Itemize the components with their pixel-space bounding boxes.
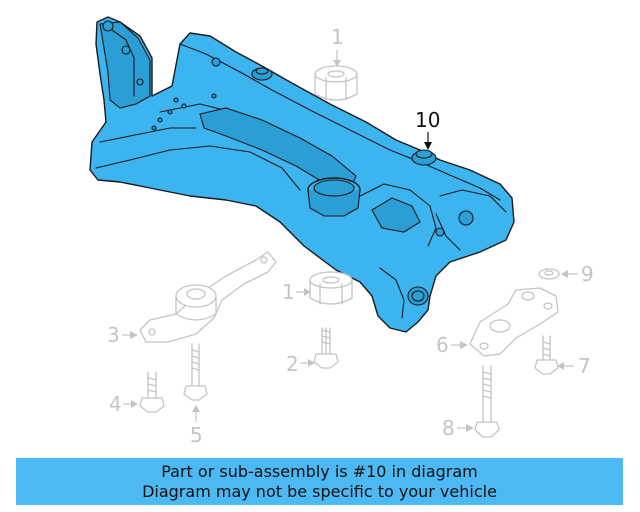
bolt-part-4[interactable] [139, 371, 165, 413]
callout-6-arrow [460, 341, 468, 349]
bolt-part-7[interactable] [534, 335, 559, 375]
callout-2: 2 [286, 352, 299, 376]
callout-9-arrow [561, 270, 568, 278]
callout-4: 4 [109, 392, 122, 416]
callout-1-top-arrow [333, 60, 341, 67]
callout-3-arrow [130, 331, 138, 339]
bracket-part-6[interactable] [469, 287, 559, 357]
callout-4-arrow [131, 400, 138, 408]
bushing-part-1-mid[interactable] [309, 271, 353, 305]
callout-8-arrow [466, 424, 474, 432]
callout-10-arrow [424, 142, 432, 150]
callout-9: 9 [581, 262, 594, 286]
info-banner: Part or sub-assembly is #10 in diagram D… [16, 458, 623, 505]
callout-2-arrow [308, 359, 315, 367]
callout-6: 6 [436, 333, 449, 357]
callout-1-mid-arrow [304, 288, 311, 296]
callout-10: 10 [415, 108, 440, 132]
banner-line-2: Diagram may not be specific to your vehi… [142, 481, 497, 501]
callout-1-top: 1 [331, 25, 344, 49]
mount-bracket-part-3[interactable] [139, 251, 277, 343]
callout-5-arrow [192, 405, 200, 412]
callout-5: 5 [190, 423, 203, 447]
callout-3: 3 [107, 323, 120, 347]
bushing-part-1-top[interactable] [314, 65, 358, 101]
banner-line-1: Part or sub-assembly is #10 in diagram [161, 461, 478, 481]
callout-7-arrow [557, 362, 564, 370]
subframe-part-10[interactable] [89, 16, 515, 333]
bolt-part-5[interactable] [183, 343, 208, 401]
callout-7: 7 [578, 354, 591, 378]
washer-part-9[interactable] [538, 268, 560, 280]
callout-1-mid: 1 [282, 280, 295, 304]
bolt-part-8[interactable] [474, 365, 500, 438]
callout-8: 8 [442, 416, 455, 440]
bolt-part-2[interactable] [313, 327, 339, 369]
